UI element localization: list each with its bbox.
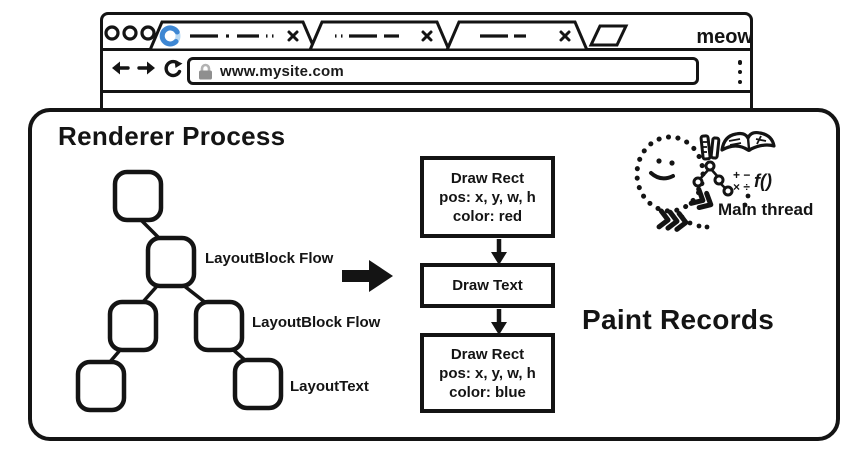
tree-node — [75, 359, 127, 413]
node-tree-icon — [692, 160, 734, 197]
tree-node-layouttext — [232, 357, 284, 411]
window-button-icon[interactable] — [104, 25, 120, 41]
main-thread-label: Main thread — [718, 200, 814, 219]
close-icon[interactable] — [421, 30, 433, 42]
back-icon[interactable] — [111, 60, 130, 76]
renderer-process-title: Renderer Process — [58, 121, 286, 151]
paint-line: pos: x, y, w, h — [439, 364, 536, 382]
book-icon — [720, 130, 776, 152]
down-arrow-icon — [491, 309, 507, 335]
tree-node-layoutblock-2 — [193, 299, 245, 353]
paint-line: Draw Rect — [450, 169, 525, 187]
paint-line: pos: x, y, w, h — [439, 188, 536, 206]
math-symbols-icon: × ÷ — [733, 180, 750, 194]
smiley-face-icon — [634, 134, 706, 214]
transform-arrow-icon — [342, 260, 393, 292]
close-icon[interactable] — [287, 30, 299, 42]
chevron-double-icon — [688, 186, 714, 211]
new-tab-icon[interactable] — [588, 24, 629, 47]
paint-line: Draw Rect — [450, 345, 525, 363]
close-icon[interactable] — [559, 30, 571, 42]
pencil-icon — [699, 134, 721, 161]
brand-logo: meow — [696, 26, 750, 48]
paint-records-heading: Paint Records — [582, 304, 775, 335]
reload-icon[interactable] — [163, 59, 183, 79]
address-bar-row: www.mysite.com — [103, 51, 750, 93]
tab-2[interactable] — [307, 20, 452, 51]
eye-dot — [656, 158, 662, 164]
smile-mouth — [649, 171, 675, 181]
renderer-process-box: Renderer Process LayoutBlock Flow Layout… — [28, 108, 840, 441]
tab-1[interactable] — [147, 20, 318, 51]
tree-label-layoutblock-1: LayoutBlock Flow — [205, 250, 334, 267]
tree-label-layouttext: LayoutText — [290, 378, 369, 395]
menu-dots-icon[interactable] — [733, 58, 747, 86]
tree-nodes — [75, 169, 284, 413]
tree-label-layoutblock-2: LayoutBlock Flow — [252, 314, 381, 331]
layout-tree — [75, 169, 284, 413]
paint-record-draw-rect-red: Draw Rect pos: x, y, w, h color: red — [420, 156, 555, 238]
window-controls — [104, 25, 156, 41]
forward-icon[interactable] — [137, 60, 156, 76]
main-thread-doodle: + − × ÷ f() — [634, 130, 776, 232]
tree-node-layoutblock-1 — [145, 235, 197, 289]
paint-line: Draw Text — [452, 277, 523, 294]
down-arrow-icon — [491, 239, 507, 265]
paint-line: color: red — [452, 207, 523, 225]
tree-node — [107, 299, 159, 353]
eye-dot — [669, 160, 675, 166]
window-button-icon[interactable] — [122, 25, 138, 41]
url-field[interactable]: www.mysite.com — [187, 57, 699, 85]
window-button-icon[interactable] — [140, 25, 156, 41]
tab-strip: meow — [103, 20, 750, 51]
paint-record-draw-text: Draw Text — [420, 263, 555, 308]
paint-line: color: blue — [449, 383, 526, 401]
function-icon: f() — [754, 171, 772, 191]
lock-icon — [199, 63, 212, 79]
tree-node — [112, 169, 164, 223]
url-text: www.mysite.com — [220, 62, 344, 80]
spinner-icon — [159, 25, 181, 47]
chevron-triple-icon — [656, 208, 689, 232]
paint-record-draw-rect-blue: Draw Rect pos: x, y, w, h color: blue — [420, 333, 555, 413]
math-symbols-icon: + − — [733, 168, 750, 182]
